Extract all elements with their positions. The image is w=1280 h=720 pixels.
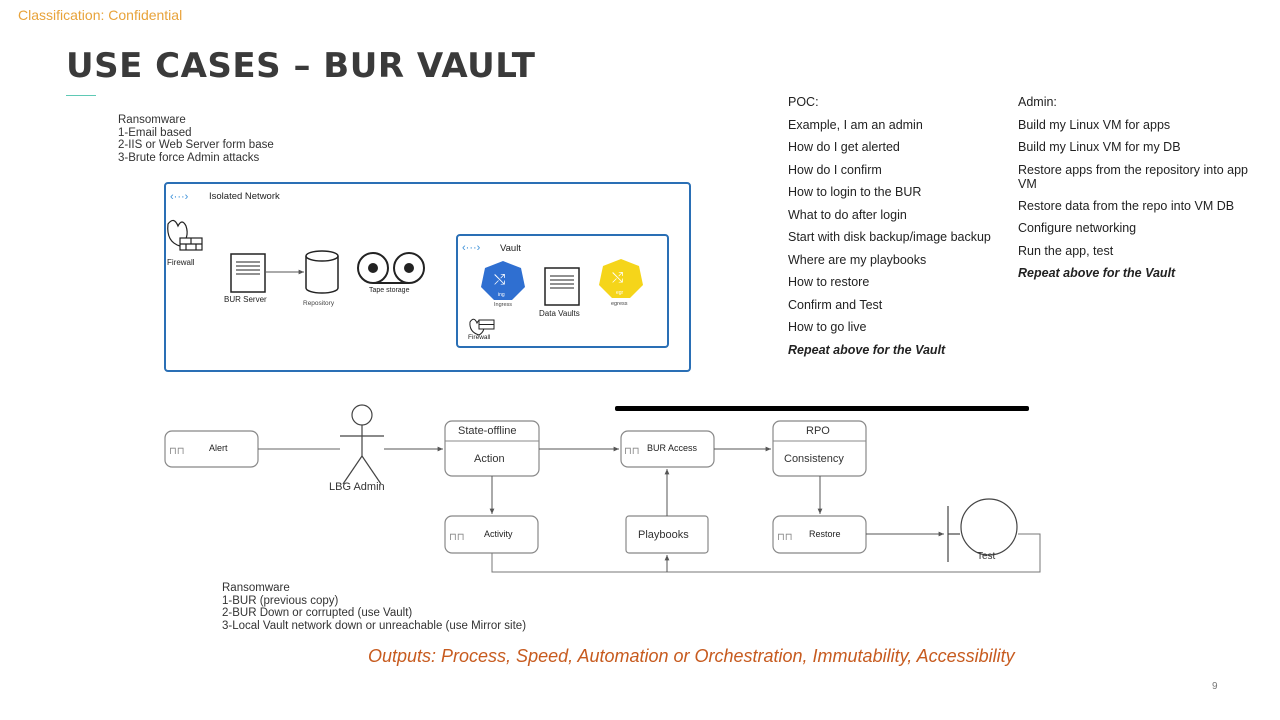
- ingress-icon: ⤭: [481, 261, 525, 300]
- admin-item: Configure networking: [1018, 221, 1137, 235]
- test-feedback-loop: [491, 533, 1041, 573]
- firewall-label: Firewall: [167, 258, 195, 267]
- admin-item: Restore data from the repo into VM DB: [1018, 198, 1235, 213]
- alert-node-icon: ⊓⊓: [169, 446, 185, 457]
- ingress-label: Ingress: [494, 302, 512, 308]
- alert-label: Alert: [209, 443, 228, 453]
- ingress-badge: ing: [498, 292, 505, 298]
- vault-label: Vault: [500, 243, 521, 254]
- restore-icon: ⊓⊓: [777, 532, 793, 543]
- ransomware-top-item: 2-IIS or Web Server form base: [118, 139, 274, 151]
- admin-repeat-item: Repeat above for the Vault: [1018, 266, 1176, 280]
- ransomware-bottom-item: 3-Local Vault network down or unreachabl…: [222, 619, 527, 632]
- data-vaults-label: Data Vaults: [539, 309, 580, 318]
- restore-label: Restore: [809, 529, 841, 539]
- poc-item: Start with disk backup/image backup: [788, 230, 991, 244]
- activity-icon: ⊓⊓: [449, 532, 465, 543]
- poc-item: Confirm and Test: [788, 297, 883, 312]
- admin-item: Restore apps from the repository into ap…: [1018, 162, 1248, 177]
- lbg-admin-label: LBG Admin: [329, 481, 385, 493]
- vault-network-icon: ‹···›: [462, 242, 481, 254]
- vault-firewall-label: Firewall: [468, 334, 491, 341]
- isolated-network-label: Isolated Network: [209, 191, 280, 202]
- slide-title: USE CASES – BUR VAULT: [66, 46, 536, 86]
- admin-item-cont: VM: [1018, 176, 1037, 191]
- egress-label: egress: [611, 301, 628, 307]
- network-icon: ‹···›: [170, 191, 189, 203]
- page-number: 9: [1212, 681, 1218, 692]
- bur-access-icon: ⊓⊓: [624, 446, 640, 457]
- classification-label: Classification: Confidential: [18, 7, 183, 23]
- ransomware-bottom-item: 1-BUR (previous copy): [222, 594, 339, 607]
- tape-storage-label: Tape storage: [369, 287, 410, 294]
- firewall-icon: [167, 219, 203, 251]
- bur-server-icon: [230, 253, 266, 293]
- poc-item: How do I get alerted: [788, 140, 900, 154]
- ransomware-bottom-list: Ransomware 1-BUR (previous copy) 2-BUR D…: [222, 582, 526, 632]
- poc-item: How do I confirm: [788, 162, 882, 177]
- activity-label: Activity: [484, 529, 513, 539]
- lbg-admin-actor: [340, 404, 384, 485]
- admin-heading: Admin:: [1018, 95, 1057, 109]
- data-vaults-icon: [544, 267, 580, 306]
- poc-repeat-item: Repeat above for the Vault: [788, 342, 946, 357]
- bur-access-label: BUR Access: [647, 443, 698, 453]
- playbooks-label: Playbooks: [638, 529, 689, 541]
- admin-item: Build my Linux VM for my DB: [1018, 140, 1181, 154]
- poc-item: What to do after login: [788, 207, 907, 222]
- title-underline: [66, 95, 96, 96]
- ransomware-top-list: Ransomware 1-Email based 2-IIS or Web Se…: [118, 114, 274, 164]
- svg-text:⤭: ⤭: [494, 271, 505, 287]
- admin-list: Admin: Build my Linux VM for apps Build …: [1018, 95, 1268, 289]
- svg-text:⤭: ⤭: [612, 269, 623, 285]
- vault-box: [456, 234, 669, 348]
- svg-text:‹···›: ‹···›: [170, 191, 189, 203]
- repository-icon: [305, 250, 339, 294]
- admin-item: Build my Linux VM for apps: [1018, 117, 1171, 132]
- poc-item: How to login to the BUR: [788, 185, 922, 199]
- tape-storage-icon: [357, 252, 425, 284]
- isolated-network-box: [164, 182, 691, 372]
- action-label: Action: [474, 453, 505, 465]
- ransomware-bottom-item: 2-BUR Down or corrupted (use Vault): [222, 607, 413, 619]
- egress-badge: egr: [616, 290, 624, 296]
- test-boundary-icon: [947, 498, 1018, 562]
- rpo-header: RPO: [806, 425, 830, 437]
- egress-icon: ⤭: [599, 259, 643, 298]
- repository-label: Repository: [303, 300, 335, 307]
- poc-item: How to restore: [788, 275, 870, 289]
- divider-bar: [615, 406, 1029, 411]
- poc-heading: POC:: [788, 95, 819, 109]
- admin-item: Run the app, test: [1018, 243, 1114, 258]
- poc-item: How to go live: [788, 320, 867, 334]
- poc-item: Example, I am an admin: [788, 117, 923, 132]
- consistency-label: Consistency: [784, 453, 844, 465]
- ransomware-bottom-heading: Ransomware: [222, 582, 290, 594]
- ransomware-top-item: 1-Email based: [118, 126, 192, 139]
- state-offline-header: State-offline: [458, 425, 517, 437]
- outputs-line: Outputs: Process, Speed, Automation or O…: [368, 646, 1015, 666]
- poc-list: POC: Example, I am an admin How do I get…: [788, 95, 991, 365]
- bur-server-label: BUR Server: [224, 295, 267, 304]
- ransomware-top-heading: Ransomware: [118, 114, 186, 126]
- poc-item: Where are my playbooks: [788, 252, 927, 267]
- vault-firewall-icon: [469, 318, 495, 336]
- test-label: Test: [977, 551, 996, 562]
- ransomware-top-item: 3-Brute force Admin attacks: [118, 151, 260, 164]
